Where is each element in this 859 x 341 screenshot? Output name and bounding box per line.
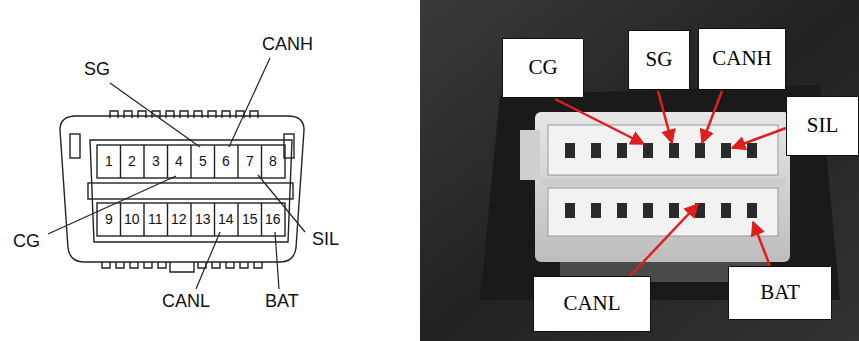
pin-number: 10 bbox=[124, 212, 140, 227]
callout-text: CANL bbox=[563, 292, 620, 315]
callout-box: CG bbox=[502, 38, 584, 98]
callout-text: BAT bbox=[760, 281, 800, 304]
signal-label: SG bbox=[84, 60, 110, 80]
pin-number: 16 bbox=[265, 212, 281, 227]
pin-number: 11 bbox=[148, 212, 163, 227]
pointer-arrows bbox=[555, 91, 786, 276]
pin-number: 12 bbox=[171, 212, 187, 227]
signal-label: CANL bbox=[162, 292, 210, 312]
pin-number: 4 bbox=[175, 154, 183, 169]
pin-number: 7 bbox=[246, 154, 254, 169]
pin-number: 14 bbox=[218, 212, 234, 227]
callout-text: SG bbox=[646, 48, 673, 71]
pin-number: 9 bbox=[105, 212, 113, 227]
callout-text: CG bbox=[528, 56, 557, 79]
pin-number: 8 bbox=[269, 154, 277, 169]
callout-box: CANL bbox=[533, 276, 651, 332]
callout-box: SIL bbox=[786, 96, 859, 156]
pin-number: 3 bbox=[152, 154, 160, 169]
pin-number: 15 bbox=[242, 212, 258, 227]
pin-number: 2 bbox=[128, 154, 136, 169]
pin-number: 6 bbox=[222, 154, 230, 169]
callout-text: SIL bbox=[807, 114, 839, 137]
callout-box: BAT bbox=[728, 266, 832, 320]
callout-box: SG bbox=[628, 30, 690, 90]
signal-label: CG bbox=[13, 232, 40, 252]
connector-drawing bbox=[60, 111, 304, 272]
pin-number: 13 bbox=[195, 212, 211, 227]
connector-photo bbox=[420, 0, 859, 341]
callout-text: CANH bbox=[712, 47, 772, 70]
pin-number: 5 bbox=[199, 154, 207, 169]
pin-number: 1 bbox=[105, 154, 113, 169]
leader-lines bbox=[48, 58, 305, 289]
signal-label: SIL bbox=[312, 230, 339, 250]
callout-box: CANH bbox=[698, 28, 786, 90]
signal-label: BAT bbox=[265, 292, 299, 312]
signal-label: CANH bbox=[262, 35, 313, 55]
